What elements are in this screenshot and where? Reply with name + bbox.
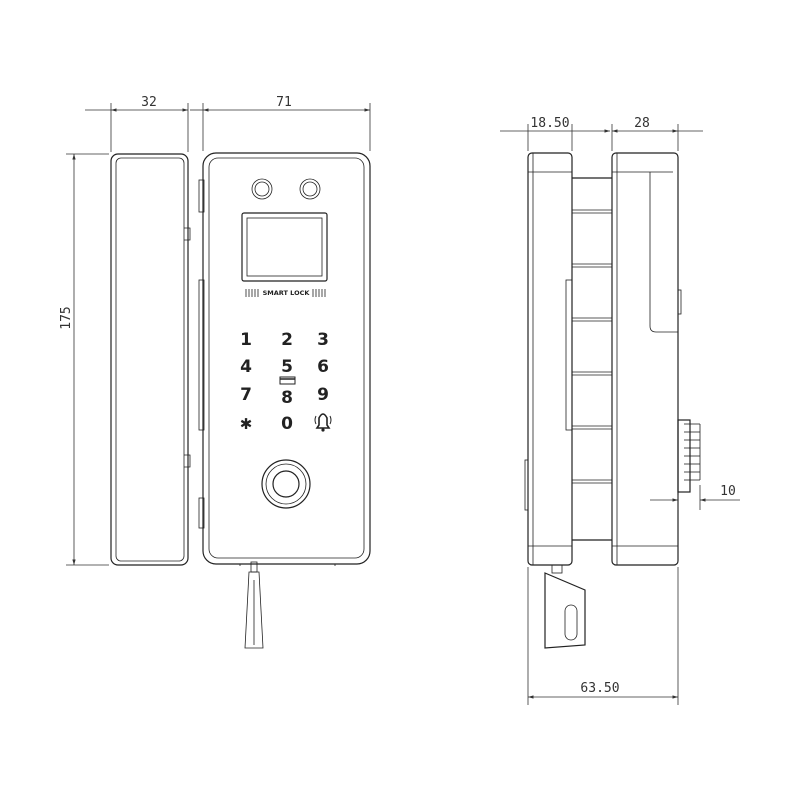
key-2[interactable]: 2 — [281, 330, 293, 350]
display-screen — [241, 212, 328, 282]
dim-label-10: 10 — [720, 484, 736, 499]
dim-label-32: 32 — [141, 95, 157, 110]
knob-side — [677, 419, 701, 493]
card-icon — [279, 376, 296, 385]
handle-part — [110, 153, 191, 566]
brand-strip: SMART LOCK — [245, 289, 326, 297]
brand-label: SMART LOCK — [263, 289, 311, 297]
key-star[interactable]: ✱ — [240, 415, 253, 433]
key-9[interactable]: 9 — [317, 385, 329, 405]
dim-glass-gap: 18.50 — [500, 116, 610, 151]
dim-height: 175 — [59, 153, 109, 566]
glass-clamp — [565, 177, 612, 541]
dim-handle-width: 32 — [85, 95, 189, 152]
dim-body-depth: 28 — [611, 116, 703, 151]
lock-body-front — [198, 152, 371, 566]
dim-knob-depth: 10 — [650, 484, 740, 510]
fingerprint-sensor-icon[interactable] — [261, 459, 311, 509]
dim-label-71: 71 — [276, 95, 292, 110]
dim-label-63-50: 63.50 — [580, 681, 619, 696]
dim-lock-width: 71 — [190, 95, 371, 151]
svg-text:✱: ✱ — [240, 415, 253, 433]
side-view: 18.50 28 10 63.50 — [500, 116, 740, 705]
dim-label-175: 175 — [59, 306, 74, 329]
outer-body-side — [524, 152, 573, 566]
keypad: 1 2 3 4 5 6 7 8 9 ✱ 0 — [240, 330, 332, 434]
emergency-key-front — [244, 561, 264, 649]
inner-body-side — [611, 152, 682, 566]
camera-icon — [251, 178, 321, 200]
dim-label-18-50: 18.50 — [530, 116, 569, 131]
dim-overall-depth: 63.50 — [527, 567, 679, 705]
key-3[interactable]: 3 — [317, 330, 329, 350]
key-1[interactable]: 1 — [240, 330, 252, 350]
front-view: SMART LOCK 1 2 3 4 5 6 7 8 9 ✱ 0 — [59, 95, 371, 649]
key-7[interactable]: 7 — [240, 385, 252, 405]
emergency-key-side — [544, 564, 586, 649]
key-5[interactable]: 5 — [281, 357, 293, 377]
key-6[interactable]: 6 — [317, 357, 329, 377]
dim-label-28: 28 — [634, 116, 650, 131]
key-0[interactable]: 0 — [281, 414, 293, 434]
key-4[interactable]: 4 — [240, 357, 252, 377]
key-8[interactable]: 8 — [281, 388, 293, 408]
bell-icon[interactable] — [314, 413, 332, 432]
